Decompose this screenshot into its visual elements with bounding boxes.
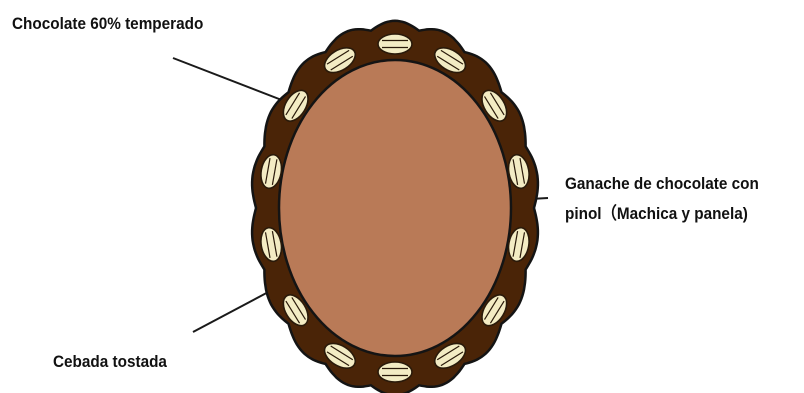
ganache-filling bbox=[279, 60, 511, 356]
label-ganache-line2: pinol（Machica y panela) bbox=[565, 203, 748, 225]
label-barley-seeds: Cebada tostada bbox=[53, 351, 167, 373]
leader-line-seeds bbox=[193, 289, 274, 332]
label-ganache-line1: Ganache de chocolate con bbox=[565, 173, 759, 195]
barley-seed bbox=[378, 34, 412, 54]
barley-seed bbox=[378, 362, 412, 382]
leader-line-shell bbox=[173, 58, 292, 104]
label-chocolate-shell: Chocolate 60% temperado bbox=[12, 13, 203, 35]
